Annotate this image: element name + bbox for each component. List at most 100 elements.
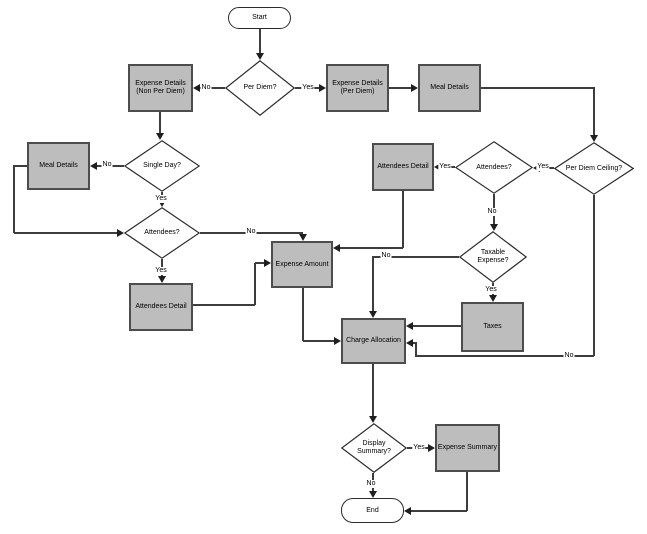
connector-segment (159, 112, 161, 133)
connector-segment (372, 257, 374, 311)
node-attendees-detail-left-label: Attendees Detail (135, 303, 187, 310)
node-end: End (341, 498, 404, 523)
node-start-label: Start (252, 14, 267, 21)
edge-label-yes: Yes (484, 286, 498, 294)
arrowhead-right (411, 84, 418, 92)
node-meal-details-top: Meal Details (418, 64, 481, 112)
arrowhead-down (156, 133, 164, 140)
connector-segment (372, 256, 459, 258)
arrowhead-down (489, 295, 497, 302)
node-attendees-right-decision: Attendees? (455, 141, 533, 194)
connector-segment (413, 342, 416, 344)
arrowhead-down (369, 416, 377, 423)
arrowhead-left (404, 507, 411, 515)
connector-segment (593, 87, 595, 135)
connector-segment (415, 342, 417, 356)
connector-segment (340, 247, 403, 249)
connector-segment (481, 87, 594, 89)
connector-segment (302, 288, 304, 341)
arrowhead-down (158, 276, 166, 283)
connector-segment (254, 263, 256, 305)
node-per-diem-ceiling-label: Per Diem Ceiling? (565, 164, 623, 172)
connector-segment (200, 87, 225, 89)
connector-segment (372, 364, 374, 416)
connector-segment (13, 165, 15, 233)
edge-label-no: No (365, 480, 377, 488)
node-meal-details-top-label: Meal Details (430, 84, 469, 91)
arrowhead-down (299, 234, 307, 241)
diamond-shape (341, 423, 407, 473)
node-expense-amount-label: Expense Amount (275, 260, 329, 268)
node-attendees-right-label: Attendees? (476, 163, 512, 171)
node-display-summary-label: Display Summary? (357, 440, 391, 455)
connector-segment (14, 165, 27, 167)
edge-label-no: No (486, 208, 498, 216)
diamond-shape (455, 141, 533, 194)
node-taxable-expense-label: Taxable Expense? (477, 249, 509, 264)
edge-label-no: No (101, 161, 113, 169)
edge-label-no: No (380, 252, 392, 260)
arrowhead-left (90, 162, 97, 170)
node-expense-details-non-per-diem-label: Expense Details (Non Per Diem) (135, 80, 186, 95)
arrowhead-right (334, 337, 341, 345)
node-expense-summary-label: Expense Summary (437, 444, 498, 451)
node-charge-allocation: Charge Allocation (341, 318, 406, 364)
node-expense-details-per-diem: Expense Details (Per Diem) (326, 64, 389, 112)
connector-segment (413, 325, 461, 327)
node-single-day-label: Single Day? (143, 162, 181, 169)
arrowhead-down (158, 200, 166, 207)
node-attendees-detail-left: Attendees Detail (129, 283, 193, 331)
edge-label-no: No (200, 84, 212, 92)
node-expense-amount: Expense Amount (271, 241, 333, 288)
connector-segment (14, 232, 117, 234)
node-taxes: Taxes (461, 302, 524, 352)
arrowhead-down (490, 224, 498, 231)
edge-label-yes: Yes (301, 84, 315, 92)
connector-segment (255, 262, 264, 264)
node-end-label: End (366, 506, 379, 514)
node-charge-allocation-label: Charge Allocation (346, 337, 401, 344)
node-meal-details-left-label: Meal Details (39, 162, 78, 169)
connector-segment (389, 87, 411, 89)
diamond-shape (225, 60, 295, 116)
arrowhead-left (333, 244, 340, 252)
edge-label-no: No (563, 352, 575, 360)
node-start: Start (228, 7, 291, 29)
node-per-diem-ceiling-decision: Per Diem Ceiling? (554, 142, 634, 195)
connector-segment (466, 472, 468, 511)
arrowhead-down (256, 53, 264, 60)
node-taxable-expense-decision: Taxable Expense? (459, 231, 527, 283)
arrowhead-right (428, 444, 435, 452)
node-taxes-label: Taxes (483, 323, 502, 330)
node-display-summary-decision: Display Summary? (341, 423, 407, 473)
diamond-shape (124, 207, 200, 259)
edge-label-yes: Yes (438, 163, 452, 171)
arrowhead-down (369, 311, 377, 318)
node-expense-summary: Expense Summary (435, 424, 500, 472)
arrowhead-down (590, 135, 598, 142)
diamond-shape (459, 231, 527, 283)
arrowhead-right (319, 84, 326, 92)
node-expense-details-non-per-diem: Expense Details (Non Per Diem) (128, 64, 193, 112)
node-meal-details-left: Meal Details (27, 142, 90, 190)
connector-segment (593, 195, 595, 356)
edge-label-yes: Yes (412, 444, 426, 452)
arrowhead-down (369, 491, 377, 498)
node-attendees-detail-right-label: Attendees Detail (377, 163, 429, 170)
connector-segment (415, 355, 594, 357)
node-expense-details-per-diem-label: Expense Details (Per Diem) (332, 80, 383, 95)
diamond-shape (554, 142, 634, 195)
node-per-diem-label: Per Diem? (243, 84, 277, 91)
connector-segment (193, 304, 255, 306)
node-attendees-detail-right: Attendees Detail (372, 143, 434, 191)
connector-segment (402, 191, 404, 248)
arrowhead-right (117, 229, 124, 237)
edge-label-no: No (245, 228, 257, 236)
node-attendees-left-label: Attendees? (144, 229, 180, 236)
node-per-diem-decision: Per Diem? (225, 60, 295, 116)
arrowhead-right (264, 259, 271, 267)
node-single-day-decision: Single Day? (124, 140, 200, 192)
connector-segment (411, 510, 467, 512)
arrowhead-left (193, 84, 200, 92)
